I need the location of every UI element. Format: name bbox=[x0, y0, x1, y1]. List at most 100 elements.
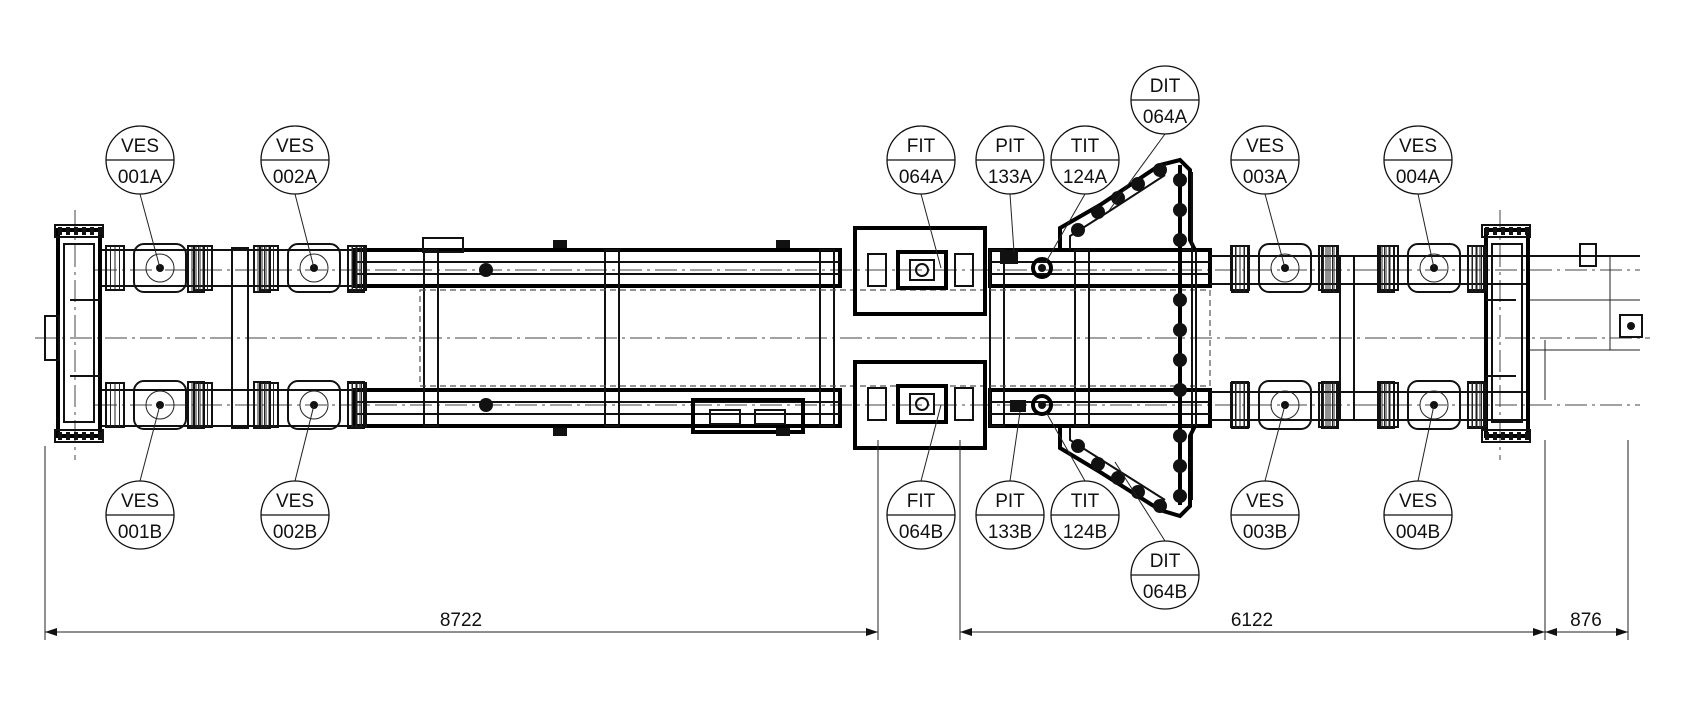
tag-dit-064a[interactable]: DIT 064A bbox=[1130, 65, 1200, 135]
chain-link bbox=[1131, 177, 1145, 191]
tag-tit-124b[interactable]: TIT 124B bbox=[1050, 480, 1120, 550]
dimension-label-6122: 6122 bbox=[1231, 610, 1273, 631]
tag-label-top: FIT bbox=[907, 136, 936, 157]
flange-set bbox=[347, 381, 365, 429]
flange-set bbox=[187, 381, 205, 429]
chain-link bbox=[1173, 353, 1187, 367]
flange-set bbox=[1321, 245, 1339, 293]
tag-ves-001a[interactable]: VES 001A bbox=[105, 125, 175, 195]
chain-link bbox=[1173, 383, 1187, 397]
tag-ves-001b[interactable]: VES 001B bbox=[105, 480, 175, 550]
leader-dit-064a bbox=[1107, 133, 1166, 213]
flange-set bbox=[105, 245, 125, 291]
leader-tit-124a bbox=[1045, 193, 1086, 263]
tag-label-top: PIT bbox=[995, 491, 1025, 512]
tag-label-top: VES bbox=[121, 136, 159, 157]
chain-link bbox=[1173, 323, 1187, 337]
dimension-8722: 8722 bbox=[45, 610, 878, 636]
leader-ves-003b bbox=[1264, 404, 1286, 482]
dimension-6122: 6122 bbox=[960, 610, 1545, 636]
tag-label-bottom: 124B bbox=[1063, 522, 1107, 543]
dimension-label-876: 876 bbox=[1570, 610, 1602, 631]
tag-label-bottom: 064A bbox=[1143, 107, 1188, 128]
tag-label-top: TIT bbox=[1071, 136, 1100, 157]
leader-ves-002a bbox=[294, 193, 315, 269]
chain-link bbox=[1173, 233, 1187, 247]
chain-link bbox=[1091, 205, 1105, 219]
flange-set bbox=[1467, 381, 1485, 429]
flange-set bbox=[253, 245, 271, 293]
flange-set bbox=[1231, 245, 1249, 293]
chain-link bbox=[1173, 459, 1187, 473]
tag-label-bottom: 133B bbox=[988, 522, 1032, 543]
tag-label-top: TIT bbox=[1071, 491, 1100, 512]
skid-foot bbox=[54, 224, 104, 238]
tag-leader-lines bbox=[139, 133, 1435, 542]
tag-label-top: VES bbox=[276, 491, 314, 512]
chain-link bbox=[1173, 203, 1187, 217]
tag-label-bottom: 003A bbox=[1243, 167, 1288, 188]
leader-ves-001a bbox=[139, 193, 161, 269]
flow-meter-upper bbox=[867, 250, 974, 290]
chain-link bbox=[1153, 499, 1167, 513]
tag-fit-064b[interactable]: FIT 064B bbox=[886, 480, 956, 550]
leader-ves-003a bbox=[1264, 193, 1286, 269]
leader-ves-001b bbox=[139, 404, 161, 482]
flow-meter-enclosures bbox=[853, 226, 987, 450]
skid-foot bbox=[54, 429, 104, 443]
instrument-tags: VES001AVES002AFIT064APIT133ATIT124ADIT06… bbox=[105, 65, 1453, 610]
flange-set bbox=[1231, 381, 1249, 429]
flange-set bbox=[1321, 381, 1339, 429]
tag-label-top: VES bbox=[121, 491, 159, 512]
tag-label-bottom: 001B bbox=[118, 522, 162, 543]
leader-pit-133b bbox=[1009, 411, 1021, 482]
leader-tit-124b bbox=[1045, 411, 1086, 482]
leader-fit-064b bbox=[920, 404, 942, 482]
tag-label-top: PIT bbox=[995, 136, 1025, 157]
valve-body bbox=[133, 380, 187, 430]
valve-body bbox=[287, 380, 341, 430]
chain-link bbox=[1111, 471, 1125, 485]
leader-ves-004b bbox=[1417, 404, 1435, 482]
tag-tit-124a[interactable]: TIT 124A bbox=[1050, 125, 1120, 195]
tag-label-bottom: 064A bbox=[899, 167, 944, 188]
tag-fit-064a[interactable]: FIT 064A bbox=[886, 125, 956, 195]
chain-link bbox=[1173, 293, 1187, 307]
chain-link bbox=[1091, 457, 1105, 471]
flow-meter-lower bbox=[867, 384, 974, 424]
dimension-lines: 8722 6122 876 bbox=[44, 440, 1629, 640]
tag-label-bottom: 003B bbox=[1243, 522, 1287, 543]
tag-label-bottom: 004A bbox=[1396, 167, 1441, 188]
dimension-label-8722: 8722 bbox=[440, 610, 482, 631]
leader-ves-002b bbox=[294, 404, 315, 482]
instrument-tubing bbox=[1530, 243, 1643, 400]
chain-link bbox=[1173, 489, 1187, 503]
flange-set bbox=[105, 382, 125, 428]
skid-foot bbox=[1481, 224, 1531, 238]
tag-label-top: FIT bbox=[907, 491, 936, 512]
tag-label-top: VES bbox=[276, 136, 314, 157]
flange-set bbox=[187, 245, 205, 293]
tag-pit-133b[interactable]: PIT 133B bbox=[975, 480, 1045, 550]
chain-link bbox=[1131, 485, 1145, 499]
tag-label-bottom: 004B bbox=[1396, 522, 1440, 543]
tag-label-bottom: 064B bbox=[899, 522, 943, 543]
leader-pit-133a bbox=[1009, 193, 1015, 253]
valve-body bbox=[287, 243, 341, 293]
tag-label-bottom: 124A bbox=[1063, 167, 1108, 188]
flange-set bbox=[1467, 245, 1485, 293]
tag-label-top: DIT bbox=[1150, 76, 1181, 97]
flange-set bbox=[1377, 245, 1395, 293]
tag-label-bottom: 001A bbox=[118, 167, 163, 188]
valve-assemblies bbox=[54, 224, 1531, 443]
flange-set bbox=[1377, 381, 1395, 429]
